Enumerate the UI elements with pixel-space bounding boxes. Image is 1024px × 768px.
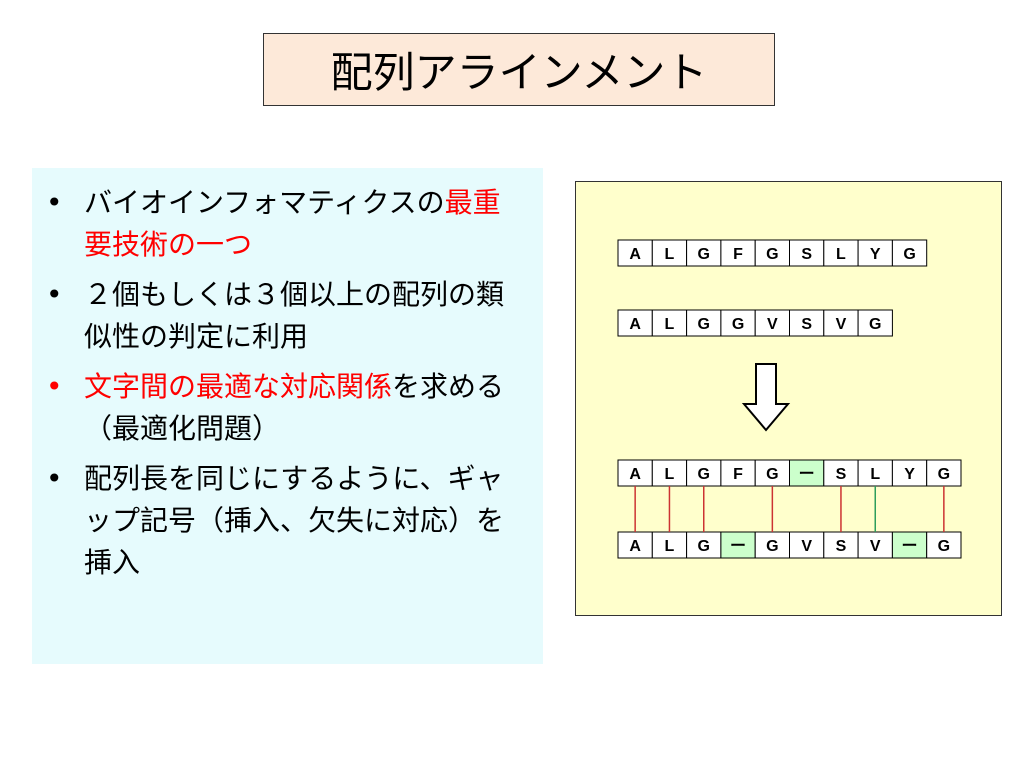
bullet-list: • バイオインフォマティクスの最重要技術の一つ • ２個もしくは３個以上の配列の… — [32, 168, 543, 664]
bullet-segment-highlight: 最重要技術の一つ — [84, 186, 501, 261]
residue-cell — [754, 309, 790, 337]
residue-cell — [686, 531, 722, 559]
bullet-segment: 配列長を同じにするように、ギャップ記号（挿入、欠失に対応）を挿入 — [84, 462, 505, 579]
residue-cell — [720, 239, 756, 267]
gap-cell — [891, 531, 928, 559]
residue-label: A — [629, 538, 641, 555]
residue-label: F — [733, 466, 743, 483]
residue-cell — [857, 309, 893, 337]
bullet-segment-highlight: 文字間の最適な対応関係 — [84, 370, 393, 403]
bullet-marker: • — [46, 370, 63, 403]
residue-label: A — [629, 246, 641, 263]
bullet-text: バイオインフォマティクスの最重要技術の一つ — [84, 182, 524, 266]
residue-cell — [926, 531, 962, 559]
residue-label: G — [732, 316, 744, 333]
bullet-segment: ２個もしくは３個以上の配列の類似性の判定に利用 — [84, 278, 505, 353]
bullet-item: • 配列長を同じにするように、ギャップ記号（挿入、欠失に対応）を挿入 — [46, 458, 543, 584]
residue-label: L — [665, 246, 675, 263]
bullet-segment: を求める（最適化問題） — [84, 370, 505, 445]
residue-cell — [789, 309, 825, 337]
residue-label: L — [665, 316, 675, 333]
residue-label: G — [869, 316, 881, 333]
gap-symbol: ー — [730, 538, 746, 555]
bullet-text: 配列長を同じにするように、ギャップ記号（挿入、欠失に対応）を挿入 — [84, 458, 524, 584]
residue-label: G — [903, 246, 915, 263]
residue-cell — [651, 239, 688, 267]
residue-cell — [891, 459, 928, 487]
residue-label: A — [629, 466, 641, 483]
residue-cell — [754, 239, 790, 267]
residue-cell — [720, 309, 756, 337]
residue-label: G — [938, 466, 950, 483]
residue-cell — [891, 239, 928, 267]
gap-symbol: ー — [799, 466, 815, 483]
residue-label: V — [767, 316, 778, 333]
gap-symbol: ー — [902, 538, 918, 555]
residue-label: S — [801, 316, 812, 333]
residue-cell — [686, 239, 722, 267]
residue-cell — [823, 309, 859, 337]
down-arrow-icon — [741, 363, 791, 432]
residue-cell — [926, 459, 962, 487]
residue-label: L — [665, 538, 675, 555]
residue-label: F — [733, 246, 743, 263]
residue-label: V — [870, 538, 881, 555]
bullet-marker: • — [46, 186, 63, 219]
bullet-item: • 文字間の最適な対応関係を求める（最適化問題） — [46, 366, 543, 450]
bullet-marker: • — [46, 278, 63, 311]
residue-cell — [754, 531, 790, 559]
residue-cell — [651, 309, 688, 337]
residue-label: S — [801, 246, 812, 263]
residue-label: L — [665, 466, 675, 483]
residue-label: G — [766, 246, 778, 263]
residue-label: G — [766, 538, 778, 555]
residue-label: S — [836, 538, 847, 555]
bullet-marker: • — [46, 462, 63, 495]
gap-cell — [720, 531, 756, 559]
residue-cell — [789, 531, 825, 559]
bullet-segment: バイオインフォマティクスの — [84, 186, 445, 219]
bullet-text: ２個もしくは３個以上の配列の類似性の判定に利用 — [84, 274, 524, 358]
residue-cell — [617, 239, 653, 267]
slide-title: 配列アラインメント — [263, 33, 775, 106]
residue-label: L — [836, 246, 846, 263]
residue-cell — [720, 459, 756, 487]
alignment-diagram-svg: A L G F G S L Y G A L G G V S V G A L G F G ー S L Y G A L G ー G V S V ー G — [617, 239, 962, 559]
residue-label: V — [801, 538, 812, 555]
residue-cell — [686, 459, 722, 487]
residue-label: A — [629, 316, 641, 333]
residue-cell — [754, 459, 790, 487]
residue-label: G — [698, 538, 710, 555]
residue-label: Y — [870, 246, 881, 263]
residue-label: Y — [904, 466, 915, 483]
residue-label: S — [836, 466, 847, 483]
residue-cell — [651, 531, 688, 559]
residue-cell — [823, 239, 859, 267]
residue-cell — [617, 309, 653, 337]
residue-label: G — [698, 246, 710, 263]
residue-label: G — [938, 538, 950, 555]
residue-label: G — [698, 316, 710, 333]
alignment-diagram: A L G F G S L Y G A L G G V S V G A L G F G ー S L Y G A L G ー G V S V ー G — [575, 181, 1002, 616]
residue-label: L — [870, 466, 880, 483]
residue-label: G — [766, 466, 778, 483]
residue-label: G — [698, 466, 710, 483]
bullet-text: 文字間の最適な対応関係を求める（最適化問題） — [84, 366, 524, 450]
bullet-item: • ２個もしくは３個以上の配列の類似性の判定に利用 — [46, 274, 543, 358]
bullet-item: • バイオインフォマティクスの最重要技術の一つ — [46, 182, 543, 266]
residue-cell — [789, 239, 825, 267]
residue-label: V — [836, 316, 847, 333]
